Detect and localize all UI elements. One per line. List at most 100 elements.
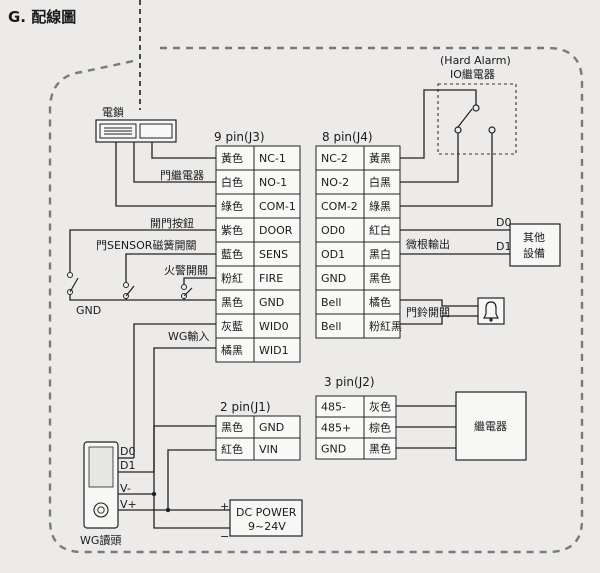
wg-reader-icon xyxy=(83,441,119,529)
fire-alarm-switch-icon xyxy=(181,284,193,299)
j4-color-cell xyxy=(363,241,401,267)
j2-header: 3 pin(J2) xyxy=(324,375,375,389)
io-relay-switch-icon xyxy=(454,104,496,134)
reader-vplus-label: V+ xyxy=(120,498,137,511)
j3-pin-label: WID0 xyxy=(259,320,289,333)
j4-color-cell xyxy=(363,289,401,315)
j4-color-label: 黑色 xyxy=(369,271,391,285)
exit-button-switch-icon xyxy=(67,272,79,295)
j3-color-label: 綠色 xyxy=(221,199,243,213)
j3-color-label: 灰藍 xyxy=(221,319,243,333)
j1-pin-label: VIN xyxy=(259,443,278,456)
j3-pin-label: NO-1 xyxy=(259,176,287,189)
wg-input-label: WG輸入 xyxy=(168,329,209,343)
hard-alarm-label: (Hard Alarm) xyxy=(440,54,511,67)
j4-color-cell xyxy=(363,217,401,243)
j3-pin-cell xyxy=(253,265,301,291)
left-wiring xyxy=(67,142,230,529)
j4-color-label: 綠黑 xyxy=(369,200,391,213)
relay-label: 門繼電器 xyxy=(160,168,204,182)
doorbell-switch-label: 門鈴開關 xyxy=(406,305,450,319)
j3-pin-label: DOOR xyxy=(259,224,293,237)
j4-header: 8 pin(J4) xyxy=(322,130,373,144)
dc-power-box xyxy=(229,499,303,537)
reader-d0-label: D0 xyxy=(120,445,135,458)
j4-color-label: 紅白 xyxy=(369,223,391,237)
relay-box-label: 繼電器 xyxy=(474,419,507,433)
j3-pin-cell xyxy=(253,337,301,363)
j3-color-label: 粉紅 xyxy=(221,272,243,285)
j3-color-cell xyxy=(215,289,255,315)
fire-alarm-label: 火警開關 xyxy=(164,263,208,277)
j3-color-label: 紫色 xyxy=(221,223,243,237)
j4-pin-label: Bell xyxy=(321,320,341,333)
bell-icon xyxy=(477,297,505,325)
j4-color-label: 黃黑 xyxy=(369,152,391,165)
reader-d1-label: D1 xyxy=(120,459,135,472)
j2-pin-label: 485- xyxy=(321,401,346,414)
j4-pin-label: GND xyxy=(321,272,346,285)
j4-pin-label: NC-2 xyxy=(321,152,348,165)
j4-color-cell xyxy=(363,265,401,291)
reader-vminus-label: V- xyxy=(120,482,131,495)
j3-pin-cell xyxy=(253,169,301,195)
j2-pin-label: 485+ xyxy=(321,422,351,435)
j1-pin-label: GND xyxy=(259,421,284,434)
power-plus-label: + xyxy=(220,500,229,513)
io-relay-box xyxy=(437,83,517,155)
d1-label: D1 xyxy=(496,240,511,253)
j3-pin-cell xyxy=(253,241,301,267)
j3-pin-label: SENS xyxy=(259,248,288,261)
j4-pin-cell xyxy=(315,313,365,339)
j3-color-label: 橘黑 xyxy=(221,344,243,357)
dc-power-voltage-label: 9~24V xyxy=(248,520,286,533)
j2-color-label: 灰色 xyxy=(369,400,391,414)
j3-color-label: 白色 xyxy=(221,175,243,189)
relay-box xyxy=(455,391,527,461)
j4-color-cell xyxy=(363,313,401,339)
power-minus-label: − xyxy=(220,530,229,543)
door-sensor-switch-icon xyxy=(123,282,135,299)
j4-pin-label: NO-2 xyxy=(321,176,349,189)
j3-header: 9 pin(J3) xyxy=(214,130,265,144)
io-relay-label: IO繼電器 xyxy=(450,67,495,81)
j4-pin-label: Bell xyxy=(321,296,341,309)
j3-pin-cell xyxy=(253,313,301,339)
gnd-label: GND xyxy=(76,304,101,317)
j3-pin-cell xyxy=(253,193,301,219)
j3-color-label: 黑色 xyxy=(221,295,243,309)
dc-power-label: DC POWER xyxy=(236,506,297,519)
exit-button-label: 開門按鈕 xyxy=(150,216,194,230)
right-wiring xyxy=(396,89,510,449)
j2-color-label: 黑色 xyxy=(369,442,391,456)
j1-color-label: 黑色 xyxy=(221,420,243,434)
j4-pin-cell xyxy=(315,217,365,243)
j3-color-cell xyxy=(215,241,255,267)
j3-pin-cell xyxy=(253,217,301,243)
wg-reader-label: WG讀頭 xyxy=(80,533,121,547)
j4-color-label: 白黑 xyxy=(369,175,391,189)
j3-pin-label: COM-1 xyxy=(259,200,296,213)
j3-pin-label: WID1 xyxy=(259,344,289,357)
j2-color-label: 棕色 xyxy=(369,421,391,435)
j3-pin-label: NC-1 xyxy=(259,152,286,165)
other-device-label-line2: 設備 xyxy=(523,246,545,260)
j3-color-cell xyxy=(215,337,255,363)
j1-header: 2 pin(J1) xyxy=(220,400,271,414)
j4-pin-cell xyxy=(315,241,365,267)
j4-color-label: 橘色 xyxy=(369,295,391,309)
j4-pin-label: COM-2 xyxy=(321,200,358,213)
electric-lock-icon xyxy=(95,119,177,143)
other-device-label-line1: 其他 xyxy=(523,231,545,244)
j3-pin-label: GND xyxy=(259,296,284,309)
j4-color-cell xyxy=(363,169,401,195)
j3-color-label: 藍色 xyxy=(221,247,243,261)
j4-color-cell xyxy=(363,193,401,219)
other-device-box xyxy=(509,223,561,267)
j3-color-label: 黃色 xyxy=(221,151,243,165)
j3-pin-label: FIRE xyxy=(259,272,283,285)
